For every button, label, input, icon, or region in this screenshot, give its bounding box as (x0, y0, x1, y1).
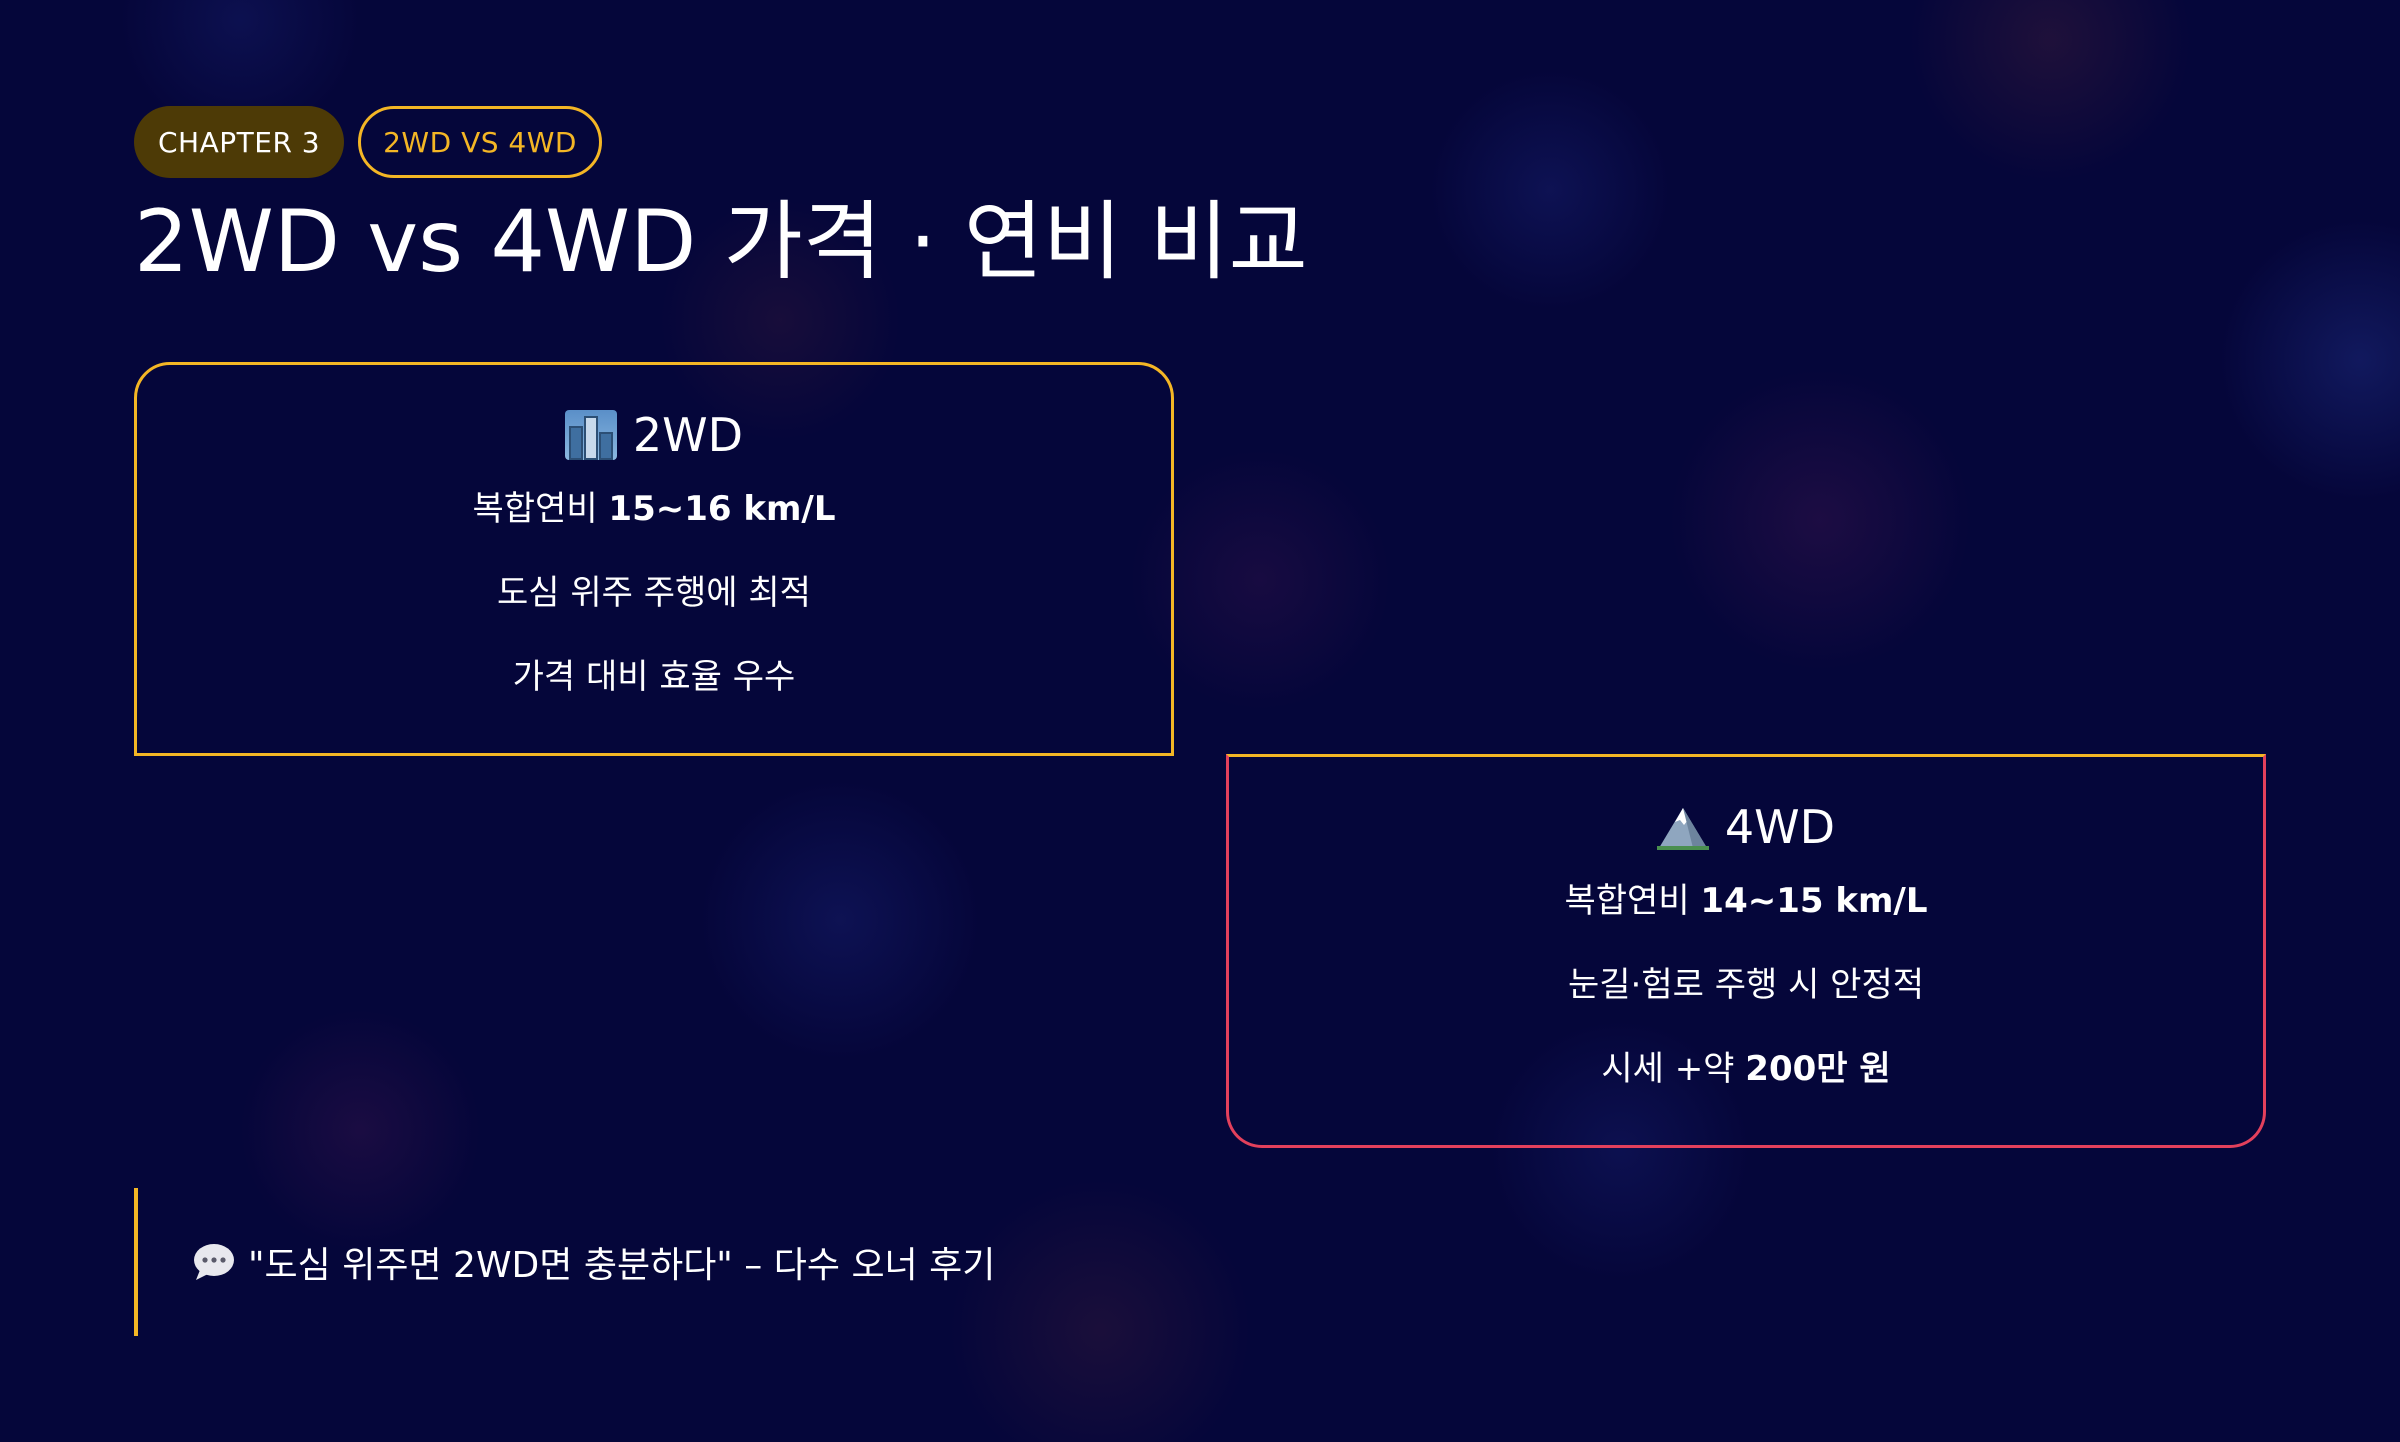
speech-bubble-icon (194, 1244, 234, 1280)
card-line-fuel: 복합연비 15~16 km/L (472, 489, 836, 529)
snow-mountain-icon (1656, 808, 1709, 850)
quote-text: "도심 위주면 2WD면 충분하다" – 다수 오너 후기 (248, 1245, 996, 1286)
card-line-value: 가격 대비 효율 우수 (512, 657, 796, 697)
card-4wd: 4WD 복합연비 14~15 km/L 눈길·험로 주행 시 안정적 시세 +약… (1226, 754, 2266, 1148)
card-line-usage: 도심 위주 주행에 최적 (497, 573, 811, 613)
card-title: 2WD (632, 408, 744, 462)
card-title: 4WD (1724, 800, 1836, 854)
cityscape-icon (564, 410, 617, 460)
card-line-price: 시세 +약 200만 원 (1601, 1049, 1891, 1089)
card-2wd: 2WD 복합연비 15~16 km/L 도심 위주 주행에 최적 가격 대비 효… (134, 362, 1174, 756)
card-header: 4WD (1229, 799, 2263, 855)
card-line-usage: 눈길·험로 주행 시 안정적 (1567, 965, 1925, 1005)
tag-group: CHAPTER 3 2WD VS 4WD (134, 106, 602, 178)
card-line-fuel: 복합연비 14~15 km/L (1564, 881, 1928, 921)
owner-quote: "도심 위주면 2WD면 충분하다" – 다수 오너 후기 (134, 1188, 995, 1336)
card-header: 2WD (137, 407, 1171, 463)
topic-tag: 2WD VS 4WD (358, 106, 602, 178)
chapter-tag: CHAPTER 3 (134, 106, 345, 178)
page-title: 2WD vs 4WD 가격 · 연비 비교 (134, 192, 1308, 292)
